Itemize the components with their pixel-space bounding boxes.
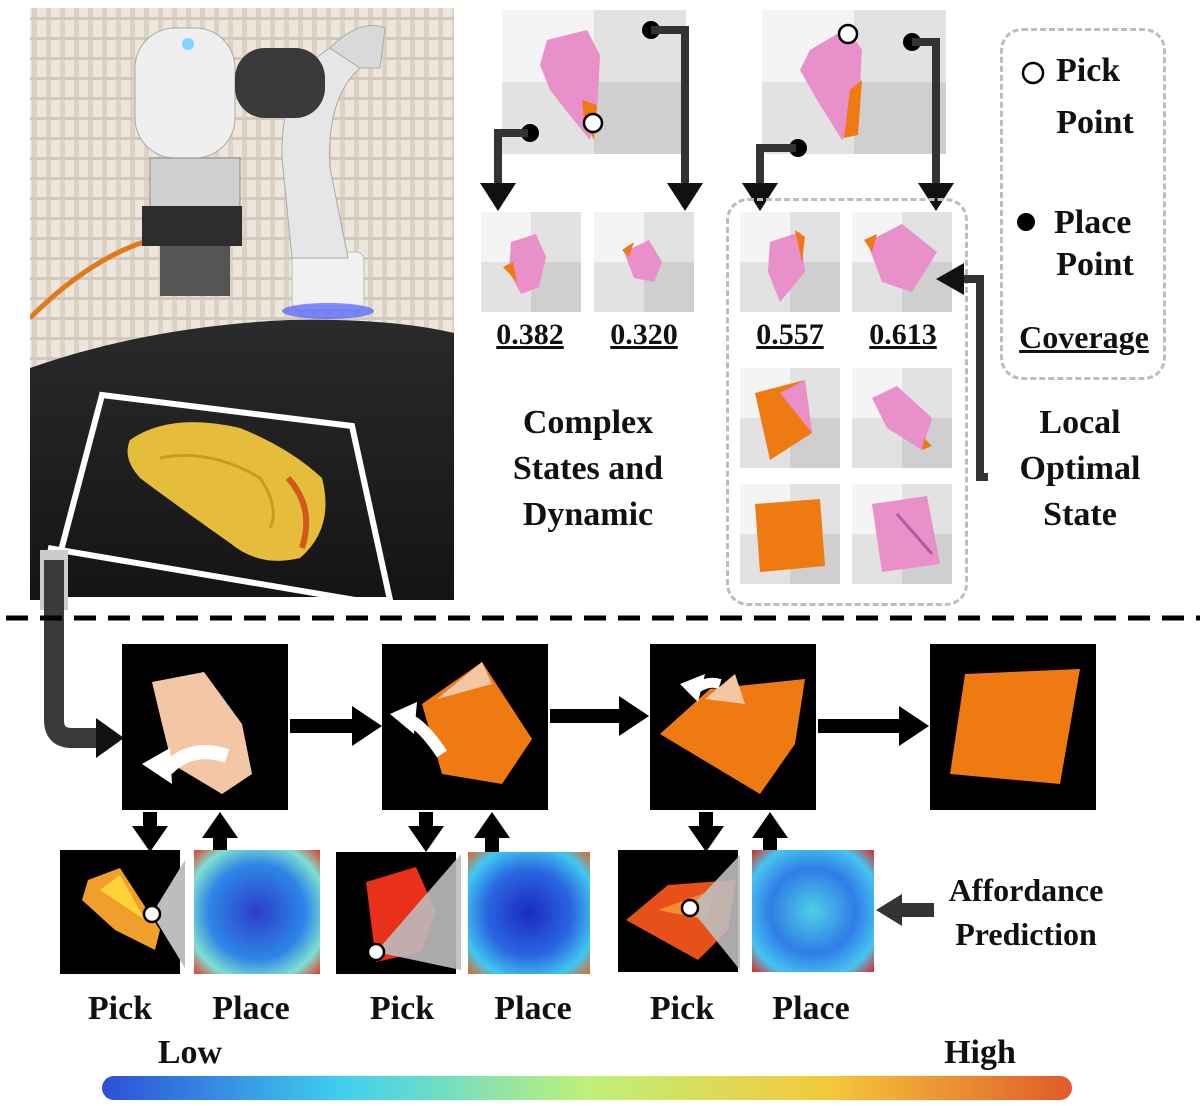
legend-place-label-2: Point: [1056, 246, 1134, 283]
cloth-image-2: [390, 662, 532, 784]
cloth-state-tile-g: [740, 484, 840, 584]
coverage-score-b: 0.320: [610, 318, 678, 351]
pick-label-1: Pick: [87, 990, 153, 1027]
coverage-score-d: 0.613: [869, 318, 937, 351]
pipeline-frame-4: [930, 644, 1096, 810]
cloth-state-tile-c: [740, 212, 840, 312]
cloth-image-4: [950, 669, 1080, 784]
local-optimal-group: [726, 198, 968, 606]
legend-coverage-label: Coverage: [1019, 319, 1149, 355]
pipeline-frame-2: [382, 644, 548, 810]
pick-point-icon: [1021, 61, 1045, 85]
cloth-shape: [540, 30, 604, 140]
affordance-pair-3: [618, 850, 874, 972]
cloth-shape: [768, 230, 805, 302]
place-label-1: Place: [212, 990, 290, 1027]
cloth-state-tile-a: [481, 212, 581, 312]
colorbar-high-label: High: [944, 1034, 1016, 1071]
robot-photo: [30, 8, 454, 600]
cloth-state-tile-f: [852, 368, 952, 468]
cloth-image-1: [142, 672, 252, 794]
cloth-shape: [622, 240, 662, 282]
place-label-2: Place: [494, 990, 572, 1027]
cloth-shape: [872, 386, 932, 450]
cloth-state-tile-h: [852, 484, 952, 584]
pick-label-3: Pick: [649, 990, 715, 1027]
cloth-image-3: [660, 674, 805, 794]
top-right-arrows: [742, 33, 954, 211]
legend-pick-label: Pick: [1056, 52, 1121, 89]
colorbar: [102, 1076, 1072, 1100]
robot-scene-image: [30, 8, 454, 600]
top-left-arrows: [480, 21, 703, 211]
cloth-shape: [503, 234, 546, 294]
pipeline-frame-3: [650, 644, 816, 810]
cloth-state-tile-e: [740, 368, 840, 468]
affordance-pair-2: [336, 852, 590, 974]
legend-place-label: Place: [1054, 204, 1132, 241]
section-divider: [6, 615, 1200, 621]
pipeline-frame-1: [122, 644, 288, 810]
local-optimal-arrow: [936, 263, 988, 481]
cloth-shape: [864, 224, 937, 292]
place-heatmap-3: [752, 850, 874, 972]
cloth-state-tile-start-right: [762, 10, 946, 154]
coverage-score-a: 0.382: [496, 318, 564, 351]
cloth-shape: [755, 499, 825, 572]
place-heatmap-2: [468, 852, 590, 974]
cloth-state-tile-d: [852, 212, 952, 312]
cloth-shape: [755, 380, 812, 460]
local-optimal-label: Local Optimal State: [1019, 404, 1141, 533]
cloth-shape: [872, 496, 940, 572]
place-label-3: Place: [772, 990, 850, 1027]
affordance-prediction-label: Affordance Prediction: [948, 872, 1104, 952]
cloth-state-tile-start-left: [502, 10, 686, 154]
place-point-icon: [1017, 213, 1035, 231]
colorbar-low-label: Low: [157, 1034, 223, 1071]
legend-pick-label-2: Point: [1056, 104, 1134, 141]
cloth-shape: [800, 23, 862, 140]
pick-point-marker: [366, 942, 386, 962]
pipeline-arrows: [132, 696, 929, 852]
coverage-score-c: 0.557: [756, 318, 824, 351]
affordance-arrow: [876, 894, 934, 926]
cloth-state-tile-b: [594, 212, 694, 312]
place-heatmap-1: [194, 850, 320, 974]
complex-states-label: Complex States and Dynamic: [512, 404, 664, 533]
legend-box: [1000, 28, 1166, 380]
affordance-pair-1: [60, 850, 320, 974]
pick-point-marker: [680, 898, 700, 918]
pick-label-2: Pick: [369, 990, 435, 1027]
pick-point-marker: [142, 904, 162, 924]
